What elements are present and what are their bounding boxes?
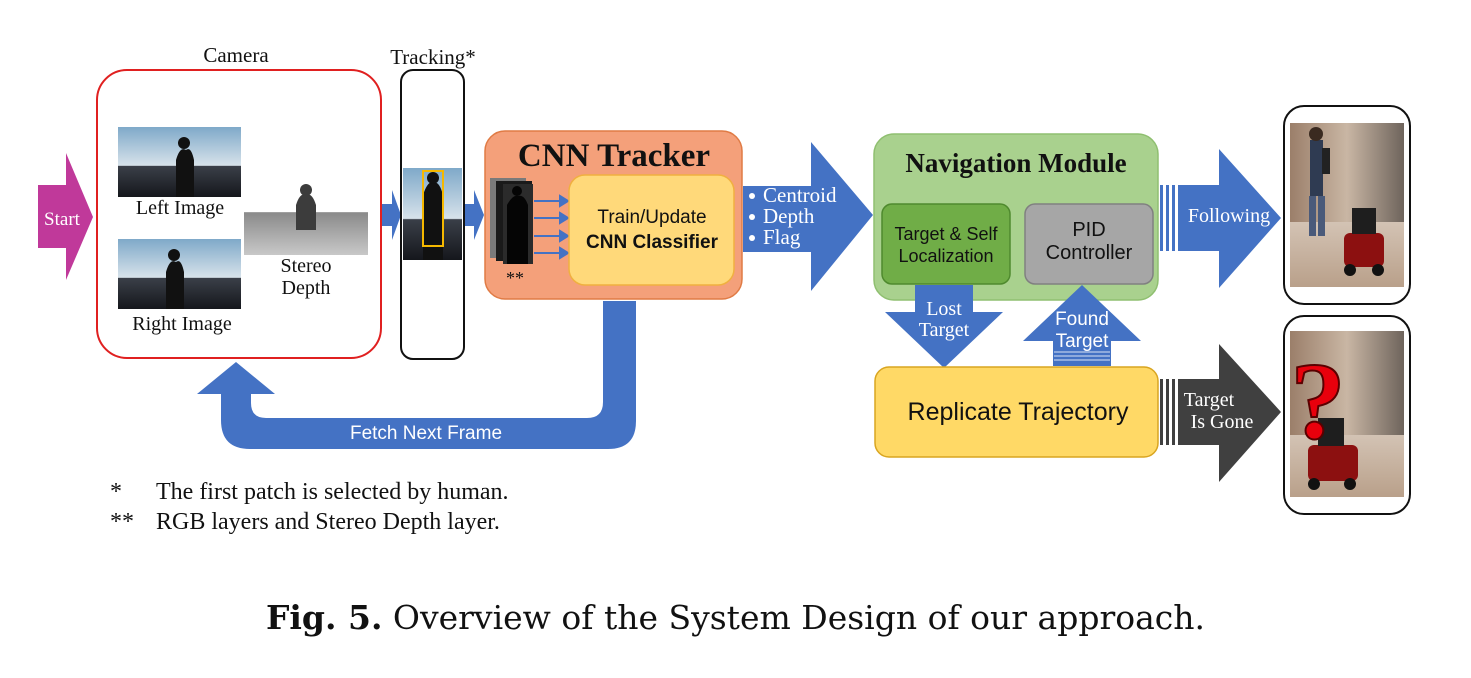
output-centroid: Centroid (763, 183, 837, 207)
tracking-group: Tracking* (390, 45, 476, 360)
found-target-label-1: Found (1055, 309, 1109, 330)
right-image (118, 239, 241, 309)
pid-label-2: Controller (1046, 242, 1133, 264)
following-photo (1283, 105, 1411, 305)
target-gone-arrow: Target Is Gone (1160, 344, 1281, 482)
right-image-label: Right Image (132, 313, 232, 335)
fetch-next-frame-label: Fetch Next Frame (350, 423, 502, 444)
replicate-trajectory-box (874, 366, 1159, 458)
train-update-label: Train/Update (597, 207, 706, 228)
camera-group: Camera Left Image Right Image Stereo Dep… (96, 43, 382, 359)
question-mark-icon: ? (1291, 340, 1346, 462)
pid-label-1: PID (1072, 219, 1105, 241)
output-flag: Flag (763, 225, 801, 249)
cnn-tracker-group: CNN Tracker ** Train/Update CNN Classifi… (484, 130, 743, 300)
stereo-depth-label-1: Stereo (280, 255, 331, 277)
stereo-depth-image (244, 183, 368, 255)
pid-controller-box (1024, 203, 1154, 285)
start-label: Start (44, 209, 81, 230)
lost-target-arrow: Lost Target (885, 285, 1003, 368)
stereo-depth-label-2: Depth (282, 277, 331, 299)
output-depth: Depth (763, 204, 815, 228)
cnn-to-navigation-arrow: Centroid Depth Flag (743, 142, 873, 291)
patch-footnote-mark: ** (506, 268, 524, 288)
target-self-localization-box (881, 203, 1011, 285)
cnn-classifier-label: CNN Classifier (586, 232, 719, 253)
replicate-trajectory-group: Replicate Trajectory (874, 366, 1159, 458)
fetch-next-frame-arrow: Fetch Next Frame (197, 301, 636, 449)
found-target-arrow: Found Target (1023, 285, 1141, 366)
footnote-1-text: The first patch is selected by human. (156, 479, 509, 505)
target-self-label-1: Target & Self (894, 224, 998, 244)
following-label: Following (1188, 205, 1270, 227)
tracking-bbox (422, 170, 444, 247)
replicate-trajectory-label: Replicate Trajectory (908, 398, 1129, 426)
target-gone-label-2: Is Gone (1191, 411, 1254, 433)
start-arrow: Start (38, 153, 93, 280)
left-image-label: Left Image (136, 197, 224, 219)
caption-label: Fig. 5. (265, 598, 383, 637)
footnote-1-mark: * (110, 479, 122, 505)
following-arrow: Following (1160, 149, 1281, 288)
figure-caption: Fig. 5. Overview of the System Design of… (0, 598, 1471, 637)
left-image (118, 127, 241, 197)
target-gone-photo: ? (1283, 315, 1411, 515)
arrow-tracking-to-cnn (465, 190, 484, 240)
lost-target-label-1: Lost (926, 298, 962, 320)
cnn-classifier-box (568, 174, 735, 286)
caption-text: Overview of the System Design of our app… (382, 598, 1206, 637)
cnn-tracker-title: CNN Tracker (518, 138, 710, 174)
lost-target-label-2: Target (919, 319, 970, 341)
arrow-camera-to-tracking (382, 190, 401, 240)
navigation-module-title: Navigation Module (905, 148, 1126, 178)
navigation-module-group: Navigation Module Target & Self Localiza… (873, 133, 1159, 301)
camera-label: Camera (203, 43, 269, 67)
tracking-image (403, 168, 462, 260)
found-target-label-2: Target (1056, 331, 1110, 352)
footnotes: * The first patch is selected by human. … (110, 479, 509, 535)
target-gone-label-1: Target (1184, 389, 1235, 411)
target-self-label-2: Localization (898, 246, 993, 266)
patch-stack (490, 178, 533, 264)
tracking-label: Tracking* (390, 45, 476, 69)
patch-to-classifier-arrows (534, 194, 570, 260)
footnote-2-text: RGB layers and Stereo Depth layer. (156, 509, 500, 535)
footnote-2-mark: ** (110, 509, 134, 535)
